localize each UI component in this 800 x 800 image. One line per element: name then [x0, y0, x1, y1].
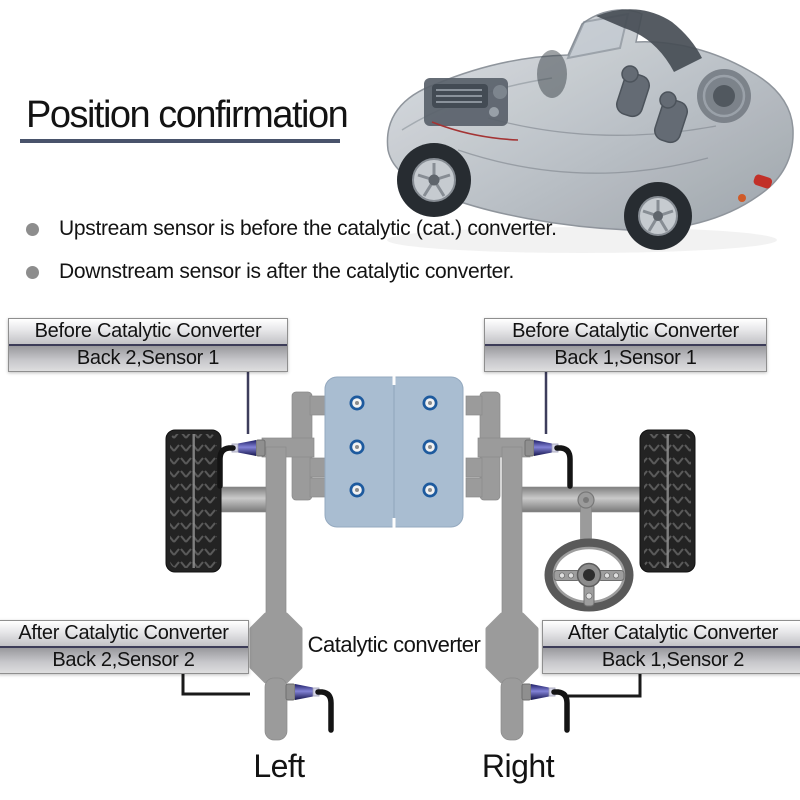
- car-rear-wheel: [624, 182, 692, 250]
- label-line2: Back 1,Sensor 1: [485, 346, 766, 371]
- downstream-sensor-left: [286, 684, 331, 730]
- bullet-text: Upstream sensor is before the catalytic …: [59, 217, 557, 240]
- title-underline: [20, 139, 340, 143]
- label-line1: After Catalytic Converter: [543, 621, 800, 648]
- car-cutaway-illustration: [386, 9, 794, 253]
- left-downpipe: [265, 446, 287, 620]
- left-side-label: Left: [253, 748, 305, 784]
- bullet-dot: [26, 222, 39, 236]
- catalytic-converter-label: Catalytic converter: [307, 632, 481, 657]
- label-box-after-catalytic-right: After Catalytic Converter Back 1,Sensor …: [542, 620, 800, 674]
- right-catalytic-converter-body: [485, 612, 539, 684]
- label-line1: Before Catalytic Converter: [9, 319, 287, 346]
- steering-column: [577, 491, 595, 546]
- label-line2: Back 1,Sensor 2: [543, 648, 800, 673]
- left-tailpipe: [264, 677, 288, 741]
- label-box-before-catalytic-right: Before Catalytic Converter Back 1,Sensor…: [484, 318, 767, 372]
- page-title: Position confirmation: [26, 94, 349, 136]
- car-tail-light: [753, 174, 773, 189]
- left-exhaust-manifold: [261, 391, 327, 501]
- steering-wheel: [544, 538, 634, 612]
- bullet-item: Upstream sensor is before the catalytic …: [26, 214, 557, 244]
- bullet-text: Downstream sensor is after the catalytic…: [59, 260, 515, 283]
- label-box-after-catalytic-left: After Catalytic Converter Back 2,Sensor …: [0, 620, 249, 674]
- label-line1: Before Catalytic Converter: [485, 319, 766, 346]
- label-box-before-catalytic-left: Before Catalytic Converter Back 2,Sensor…: [8, 318, 288, 372]
- connector-elbow-bottom-left: [181, 674, 250, 696]
- left-axle: [217, 486, 271, 513]
- right-downpipe: [501, 446, 523, 620]
- bullet-dot: [26, 265, 39, 279]
- left-tire: [165, 429, 222, 573]
- label-line2: Back 2,Sensor 1: [9, 346, 287, 371]
- engine-block: [324, 376, 464, 528]
- car-spare-wheel: [697, 69, 751, 123]
- label-line2: Back 2,Sensor 2: [0, 648, 248, 673]
- connector-elbow-bottom-right: [568, 674, 642, 698]
- right-side-label: Right: [481, 748, 555, 784]
- downstream-sensor-right: [522, 684, 567, 730]
- upstream-sensor-right: [525, 440, 570, 486]
- car-folded-top: [596, 9, 702, 73]
- car-seats: [615, 65, 689, 144]
- engine-bolts: [349, 395, 438, 498]
- upstream-sensor-left: [220, 440, 265, 486]
- right-tailpipe: [500, 677, 524, 741]
- bullet-item: Downstream sensor is after the catalytic…: [26, 257, 514, 287]
- car-engine-bay: [424, 78, 519, 141]
- left-catalytic-converter-body: [249, 612, 303, 684]
- label-line1: After Catalytic Converter: [0, 621, 248, 648]
- right-tire: [639, 429, 696, 573]
- car-front-wheel: [397, 143, 471, 217]
